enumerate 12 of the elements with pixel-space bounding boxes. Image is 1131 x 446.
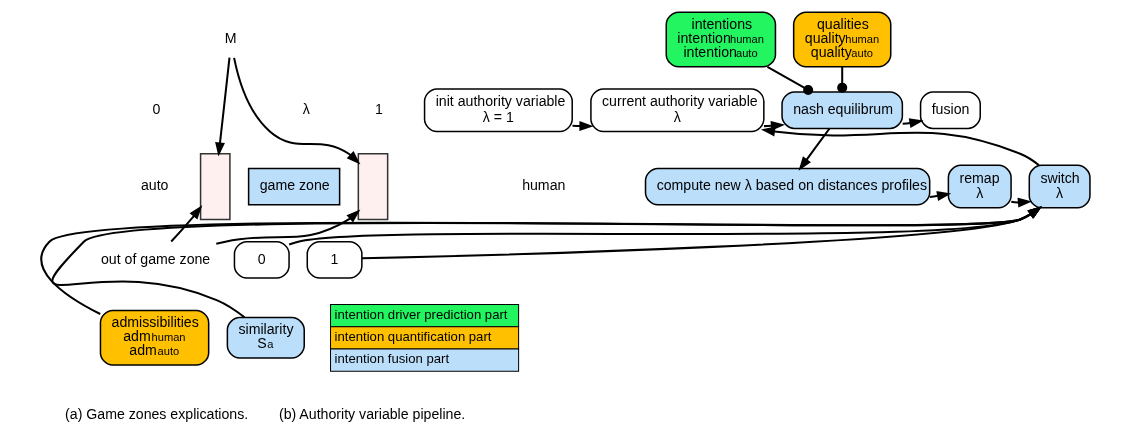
label: (b) Authority variable pipeline. bbox=[278, 406, 466, 423]
legend-label: intention quantification part bbox=[334, 329, 492, 345]
label: auto bbox=[140, 177, 169, 194]
node-text: M bbox=[224, 30, 237, 47]
label: 0 bbox=[152, 100, 161, 117]
node-text: out of game zone bbox=[100, 250, 211, 267]
legend-label: intention driver prediction part bbox=[334, 306, 508, 322]
label: human bbox=[522, 177, 566, 194]
legend-label: intention fusion part bbox=[334, 351, 450, 367]
label: (a) Game zones explications. bbox=[65, 406, 249, 423]
label: 1 bbox=[375, 100, 383, 117]
label: λ bbox=[302, 100, 310, 117]
